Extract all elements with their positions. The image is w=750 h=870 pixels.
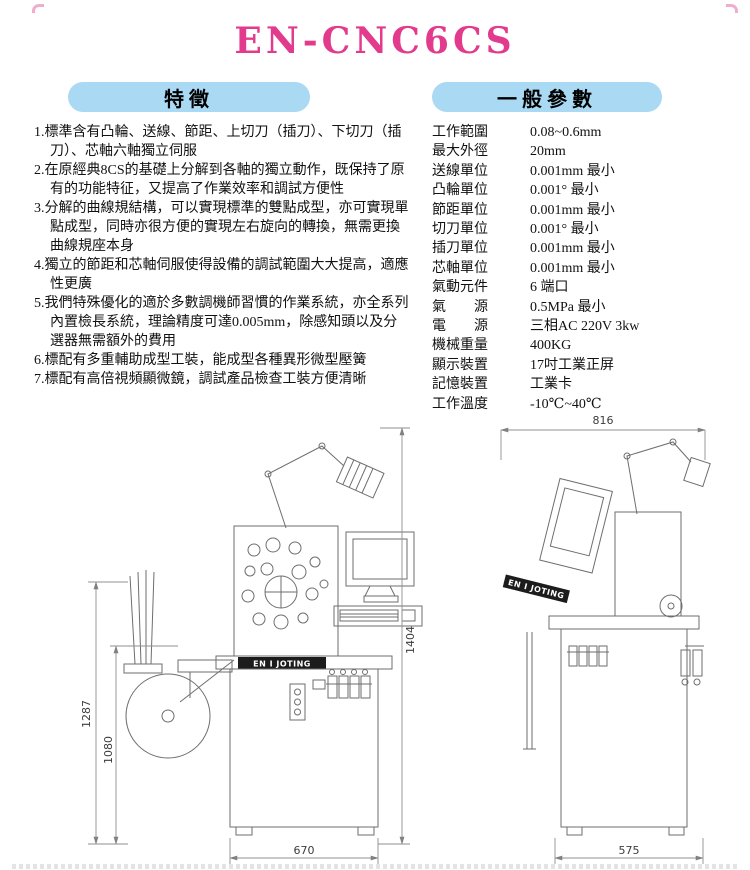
section-header-features: 特徵 [68,82,310,112]
param-label: 節距單位 [432,202,488,218]
dim-label-1404: 1404 [404,626,417,654]
param-label: 電 源 [432,319,488,335]
dimension-front-total-height [378,427,410,845]
air-filter-unit [680,645,704,686]
side-articulated-arm [623,438,711,515]
control-panel [289,679,326,721]
param-value: 6 端口 [530,280,569,296]
wire-spool [123,570,235,759]
dim-label-1287: 1287 [80,700,93,728]
param-label: 工作範圍 [432,125,488,140]
dim-label-816: 816 [593,414,614,427]
side-view-drawing: 816 [500,414,711,864]
page-title: EN-CNC6CS [234,20,516,62]
param-row: 工作範圍 0.08~0.6mm [432,123,724,142]
param-row: 氣動元件 6 端口 [432,278,724,297]
dimension-front-width [229,838,379,864]
parameters-table: 工作範圍 0.08~0.6mm 最大外徑 20mm 送線單位 0.001mm 最小 凸… [432,123,724,414]
side-cabinet [560,628,688,836]
param-value: 0.001mm 最小 [530,241,615,257]
side-table [548,615,700,630]
param-value: 0.08~0.6mm [530,125,602,140]
feature-item: 7.標配有高倍視頻顯微鏡，調試產品檢查工裝方便清晰 [34,372,367,387]
brand-text: EN I JOTING [253,660,311,669]
section-header-parameters: 一般參數 [432,82,662,112]
brand-label: EN I JOTING [238,657,326,669]
feature-item: 3.分解的曲線規結構，可以實現標準的雙點成型，亦可實現單點成型，同時亦很方便的實… [34,201,409,254]
dimension-front-left-height [88,581,128,845]
param-label: 插刀單位 [432,241,488,257]
cam-gears [241,537,329,630]
param-row: 氣 源 0.5MPa 最小 [432,298,724,317]
crop-mark-top-right [726,4,738,13]
features-list: 1.標準含有凸輪、送線、節距、上切刀（插刀）、下切刀（插刀）、芯軸六軸獨立伺服 … [34,123,410,389]
param-label: 氣動元件 [432,280,488,296]
param-value: 0.001° 最小 [530,183,599,199]
param-row: 記憶裝置 工業卡 [432,375,724,394]
handwheel [659,594,683,618]
dimension-front-inner-height [110,645,178,845]
param-row: 機械重量 400KG [432,336,724,355]
crop-mark-top-left [32,4,44,13]
param-row: 插刀單位 0.001mm 最小 [432,239,724,258]
param-value: 0.001mm 最小 [530,202,615,218]
param-value: -10℃~40℃ [530,396,602,412]
param-value: 工業卡 [530,377,572,393]
param-label: 最大外徑 [432,144,488,160]
param-row: 芯軸單位 0.001mm 最小 [432,259,724,278]
machine-cabinet [229,668,379,836]
param-label: 機械重量 [432,338,488,354]
param-row: 顯示裝置 17吋工業正屏 [432,356,724,375]
param-label: 氣 源 [432,299,488,315]
side-head [614,511,682,617]
param-value: 三相AC 220V 3kw [530,319,640,335]
param-row: 切刀單位 0.001° 最小 [432,220,724,239]
param-label: 顯示裝置 [432,357,488,373]
feature-item: 6.標配有多重輔助成型工裝，能成型各種異形微型壓簧 [34,353,367,368]
support-rod [523,632,536,750]
dim-label-575: 575 [619,844,640,857]
param-label: 切刀單位 [432,222,488,238]
dimension-side-top-width [500,427,706,460]
dim-label-1080: 1080 [102,736,115,764]
param-row: 電 源 三相AC 220V 3kw [432,317,724,336]
param-row: 最大外徑 20mm [432,142,724,161]
param-value: 0.001mm 最小 [530,163,615,179]
param-value: 0.5MPa 最小 [530,299,606,315]
camera-head-icon [335,456,385,499]
dimension-side-width [554,838,704,864]
param-value: 0.001mm 最小 [530,260,615,276]
param-value: 400KG [530,338,572,354]
param-row: 工作溫度 -10℃~40℃ [432,395,724,414]
feature-item: 1.標準含有凸輪、送線、節距、上切刀（插刀）、下切刀（插刀）、芯軸六軸獨立伺服 [34,125,402,159]
front-view-drawing: EN I JOTING [80,427,423,864]
tilted-monitor [539,477,613,574]
param-value: 17吋工業正屏 [530,357,614,373]
feature-item: 4.獨立的節距和芯軸伺服使得設備的調試範圍大大提高，適應性更廣 [34,258,409,292]
dim-label-670: 670 [294,844,315,857]
articulated-arm [264,442,385,529]
brand-label-side: EN I JOTING [502,574,570,604]
feature-item: 2.在原經典8CS的基礎上分解到各軸的獨立動作，既保持了原有的功能特征，又提高了… [34,163,405,197]
keyboard-tray [333,605,423,627]
side-valve-bank [567,645,609,667]
cut-off-text-strip [12,864,738,869]
valve-bank [326,669,372,699]
param-value: 20mm [530,144,566,160]
param-row: 節距單位 0.001mm 最小 [432,201,724,220]
param-label: 芯軸單位 [432,260,488,276]
param-label: 送線單位 [432,163,488,179]
param-label: 記憶裝置 [432,377,488,393]
param-label: 凸輪單位 [432,183,488,199]
feature-item: 5.我們特殊優化的適於多數調機師習慣的作業系統，亦全系列內置檢長系統，理論精度可… [34,296,409,349]
param-value: 0.001° 最小 [530,222,599,238]
crt-monitor [345,531,415,603]
param-row: 送線單位 0.001mm 最小 [432,162,724,181]
technical-drawings: EN I JOTING [0,414,750,870]
param-row: 凸輪單位 0.001° 最小 [432,181,724,200]
param-label: 工作溫度 [432,396,488,412]
